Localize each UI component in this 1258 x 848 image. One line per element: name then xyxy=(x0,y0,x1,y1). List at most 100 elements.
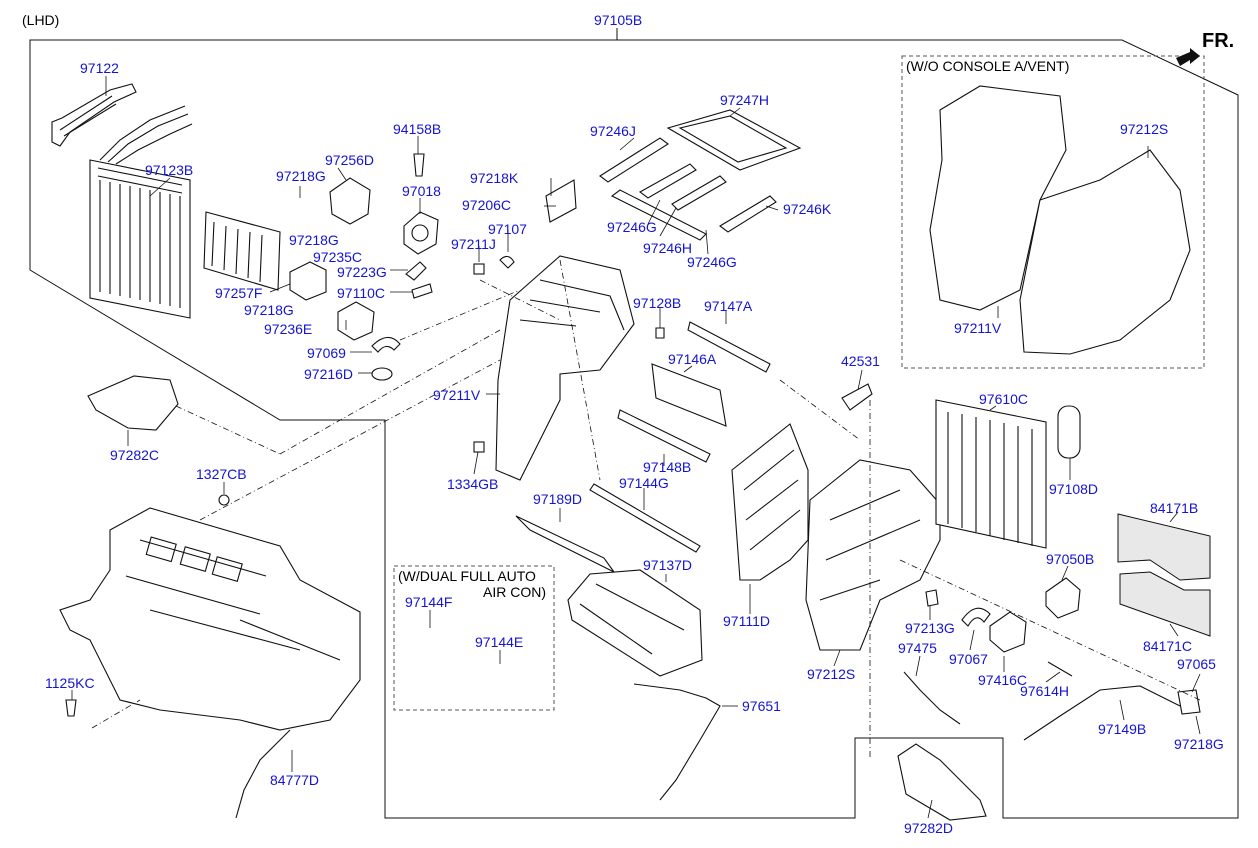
part-label-97246K[interactable]: 97246K xyxy=(783,201,832,217)
part-label-97211J[interactable]: 97211J xyxy=(451,236,496,252)
part-label-97148B[interactable]: 97148B xyxy=(643,459,692,475)
air-filter-frame[interactable] xyxy=(666,109,802,171)
bushing-97211J[interactable] xyxy=(473,263,485,275)
part-label-97122[interactable]: 97122 xyxy=(80,60,119,76)
gasket-97067[interactable] xyxy=(961,607,991,627)
part-label-97206C[interactable]: 97206C xyxy=(462,197,512,213)
part-label-84171C[interactable]: 84171C xyxy=(1143,638,1193,654)
actuator-97050B[interactable] xyxy=(1045,577,1081,619)
part-label-97146A[interactable]: 97146A xyxy=(668,351,717,367)
part-label-97212S-b[interactable]: 97212S xyxy=(807,666,856,682)
part-label-97218G-d[interactable]: 97218G xyxy=(1174,736,1224,752)
duct-97282C[interactable] xyxy=(87,375,179,431)
gasket-97108D[interactable] xyxy=(1057,405,1081,459)
part-label-97065[interactable]: 97065 xyxy=(1177,656,1216,672)
part-label-97282C[interactable]: 97282C xyxy=(110,447,160,463)
screw-1334GB[interactable] xyxy=(473,441,485,453)
part-label-97246H[interactable]: 97246H xyxy=(643,240,693,256)
part-label-97218G-a[interactable]: 97218G xyxy=(276,168,326,184)
cover-97189D[interactable] xyxy=(515,515,615,573)
bracket-97206C[interactable] xyxy=(545,179,577,223)
part-label-97144G[interactable]: 97144G xyxy=(619,475,669,491)
link-97110C[interactable] xyxy=(411,283,433,299)
bolt-1327CB[interactable] xyxy=(218,494,230,506)
part-label-97614H[interactable]: 97614H xyxy=(1020,683,1070,699)
part-label-94158B[interactable]: 94158B xyxy=(393,121,442,137)
case-97111D[interactable] xyxy=(731,423,809,581)
evaporator-97610C[interactable] xyxy=(935,399,1047,549)
part-label-97218G-b[interactable]: 97218G xyxy=(289,232,339,248)
part-label-97257F[interactable]: 97257F xyxy=(215,285,263,301)
part-label-97069[interactable]: 97069 xyxy=(307,345,346,361)
part-label-97236E[interactable]: 97236E xyxy=(264,321,313,337)
part-label-84777D[interactable]: 84777D xyxy=(270,772,320,788)
part-label-97213G[interactable]: 97213G xyxy=(905,620,955,636)
hose-97475[interactable] xyxy=(903,671,961,725)
part-label-97110C[interactable]: 97110C xyxy=(337,285,386,301)
wo-console-duct[interactable] xyxy=(929,85,1191,355)
temp-actuator[interactable] xyxy=(289,261,327,301)
door-shaft-97148B[interactable] xyxy=(617,409,711,463)
part-label-97147A[interactable]: 97147A xyxy=(704,298,753,314)
evaporator-pipe-bracket[interactable] xyxy=(51,83,137,147)
shaft-97144G[interactable] xyxy=(589,483,701,553)
part-label-97246G-b[interactable]: 97246G xyxy=(687,254,737,270)
pad-84171C[interactable] xyxy=(1119,571,1211,637)
blower-motor-resistor[interactable] xyxy=(403,211,439,255)
part-label-97105B[interactable]: 97105B xyxy=(594,12,643,28)
actuator-97416C[interactable] xyxy=(989,611,1027,653)
hose-97149B[interactable] xyxy=(1023,685,1181,741)
part-label-97416C[interactable]: 97416C xyxy=(978,672,1028,688)
drain-hose-97651[interactable] xyxy=(633,683,721,801)
bolt-94158B[interactable] xyxy=(413,153,425,177)
lever-97223G[interactable] xyxy=(405,261,427,281)
part-label-1327CB[interactable]: 1327CB xyxy=(196,466,247,482)
motor-97065[interactable] xyxy=(1177,689,1201,715)
bracket-42531[interactable] xyxy=(841,383,873,411)
part-label-97108D[interactable]: 97108D xyxy=(1049,481,1099,497)
intake-case[interactable] xyxy=(495,255,635,481)
part-label-97218K[interactable]: 97218K xyxy=(470,170,519,186)
part-label-97256D[interactable]: 97256D xyxy=(325,152,375,168)
pad-84171B[interactable] xyxy=(1117,513,1211,581)
evaporator-core[interactable] xyxy=(89,159,191,319)
bolt-1125KC[interactable] xyxy=(65,699,77,717)
part-label-97189D[interactable]: 97189D xyxy=(533,491,583,507)
part-label-97223G[interactable]: 97223G xyxy=(337,264,387,280)
door-shaft-97147A[interactable] xyxy=(687,321,771,373)
clip-97128B[interactable] xyxy=(655,327,665,339)
part-label-97211V-a[interactable]: 97211V xyxy=(433,387,481,403)
part-label-97651[interactable]: 97651 xyxy=(742,698,781,714)
part-label-97018[interactable]: 97018 xyxy=(402,183,441,199)
part-label-97246J[interactable]: 97246J xyxy=(590,123,636,139)
mode-door-97146A[interactable] xyxy=(651,363,727,427)
clip-97213G[interactable] xyxy=(925,589,939,607)
seal-strips[interactable] xyxy=(599,137,777,241)
clip-97107[interactable] xyxy=(499,255,515,269)
part-label-97212S-a[interactable]: 97212S xyxy=(1120,121,1169,137)
part-label-97107[interactable]: 97107 xyxy=(488,221,527,237)
part-label-42531[interactable]: 42531 xyxy=(841,353,880,369)
part-label-97475[interactable]: 97475 xyxy=(898,640,937,656)
part-label-97247H[interactable]: 97247H xyxy=(720,92,770,108)
part-label-97111D[interactable]: 97111D xyxy=(723,613,770,629)
hvac-assembly[interactable] xyxy=(59,507,361,731)
part-label-97050B[interactable]: 97050B xyxy=(1046,551,1095,567)
intake-actuator[interactable] xyxy=(337,301,375,341)
part-label-97137D[interactable]: 97137D xyxy=(643,557,693,573)
heater-core[interactable] xyxy=(203,211,281,291)
part-label-97235C[interactable]: 97235C xyxy=(313,249,363,265)
part-label-97067[interactable]: 97067 xyxy=(949,651,988,667)
part-label-97216D[interactable]: 97216D xyxy=(304,366,354,382)
part-label-97246G-a[interactable]: 97246G xyxy=(607,219,657,235)
duct-97282D[interactable] xyxy=(897,743,987,821)
pipe-84777D[interactable] xyxy=(235,729,291,819)
part-label-97144E[interactable]: 97144E xyxy=(475,634,524,650)
part-label-97123B[interactable]: 97123B xyxy=(145,162,194,178)
actuator-gasket-97069[interactable] xyxy=(371,336,401,353)
part-label-84171B[interactable]: 84171B xyxy=(1150,500,1199,516)
clip-97216D[interactable] xyxy=(371,367,393,381)
part-label-97282D[interactable]: 97282D xyxy=(904,820,954,836)
part-label-97218G-c[interactable]: 97218G xyxy=(244,302,294,318)
part-label-1334GB[interactable]: 1334GB xyxy=(447,476,499,492)
